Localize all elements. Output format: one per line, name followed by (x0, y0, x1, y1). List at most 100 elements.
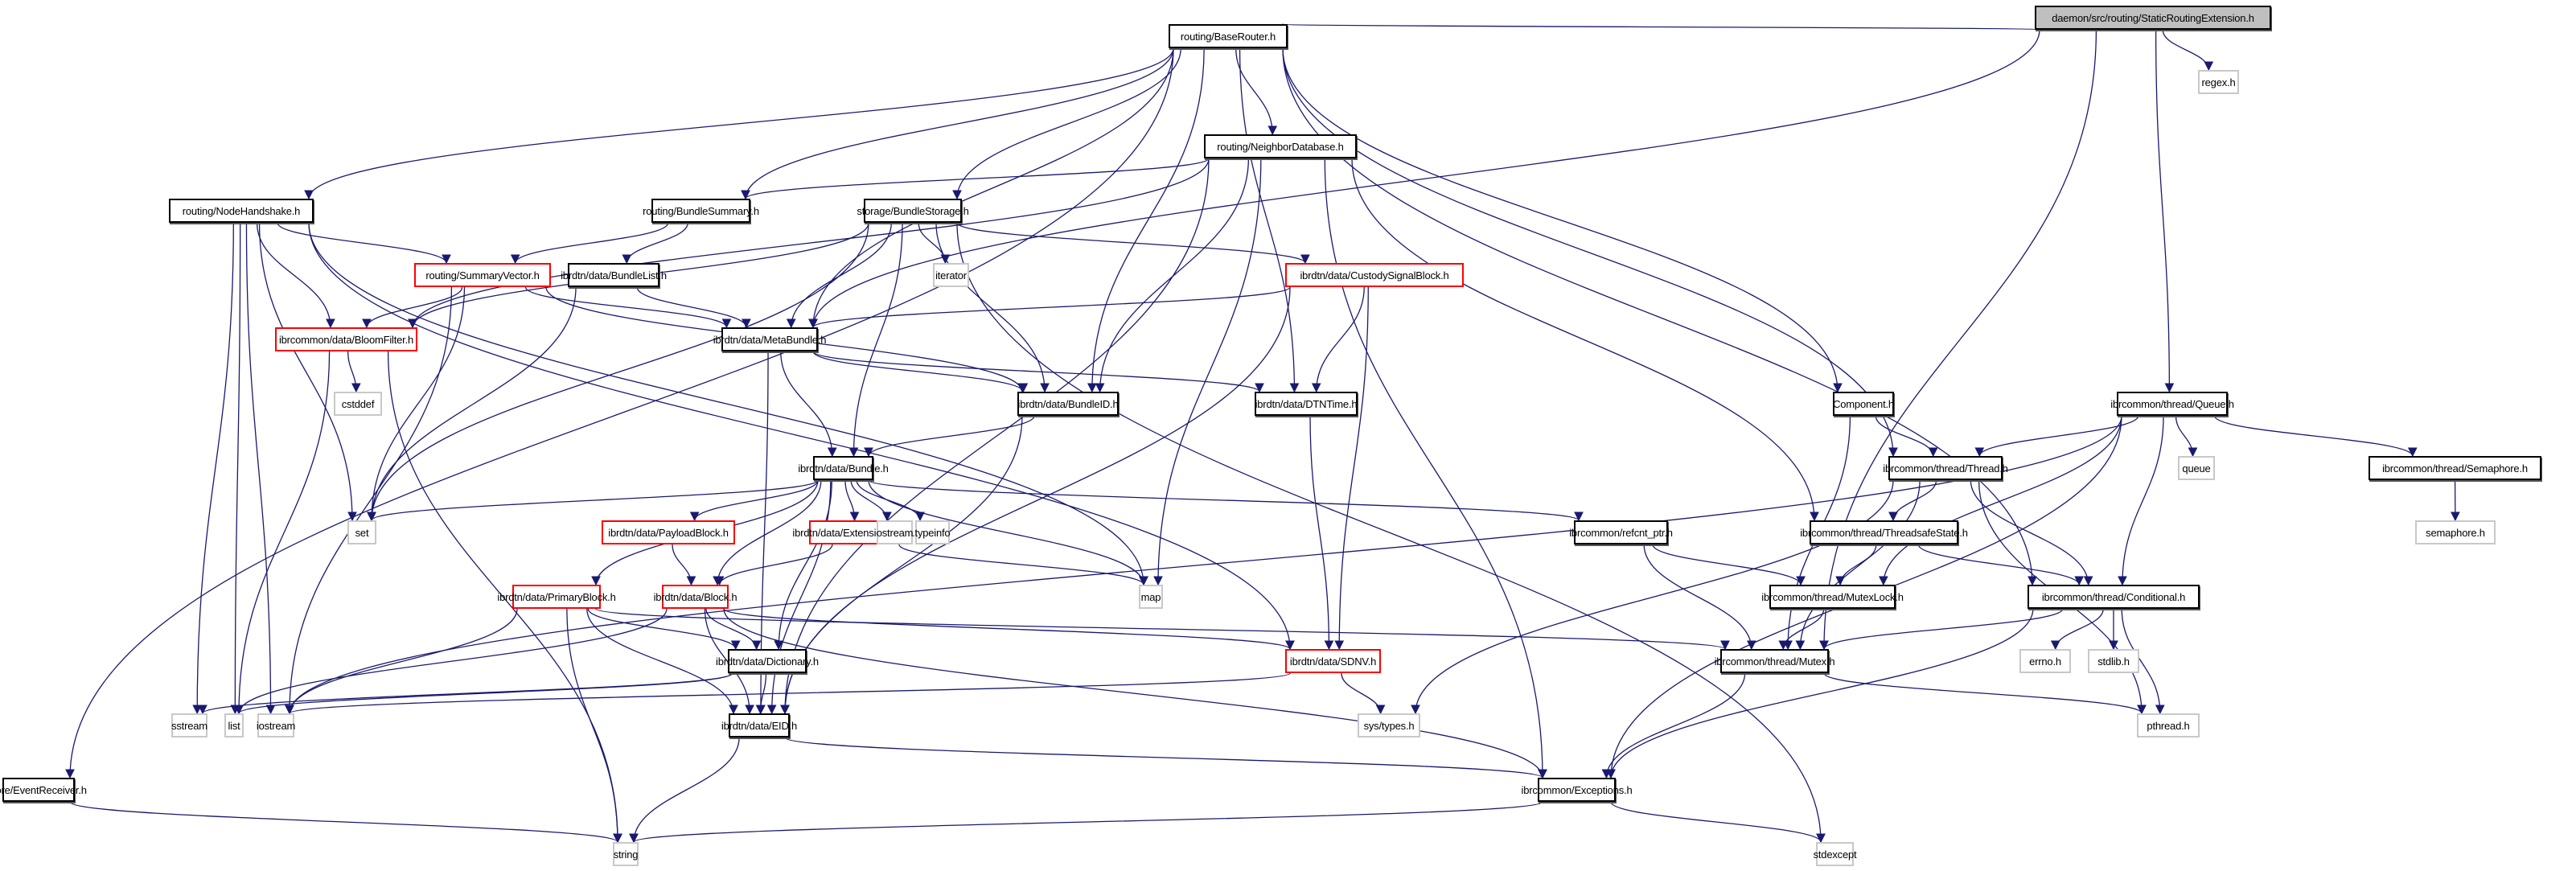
graph-node-block[interactable]: ibrdtn/data/Block.h (654, 585, 737, 609)
graph-node-set: set (347, 520, 376, 544)
graph-node-bundlelist[interactable]: ibrdtn/data/BundleList.h (561, 263, 667, 287)
edge-eid-to-string (629, 737, 740, 844)
graph-node-mutex[interactable]: ibrcommon/thread/Mutex.h (1715, 649, 1835, 673)
graph-node-bundlesummary[interactable]: routing/BundleSummary.h (643, 199, 759, 223)
graph-node-root[interactable]: daemon/src/routing/StaticRoutingExtensio… (2035, 6, 2271, 30)
graph-node-errno: errno.h (2019, 649, 2071, 673)
graph-node-threadsafestate[interactable]: ibrcommon/thread/ThreadsafeState.h (1800, 520, 1968, 544)
edge-conditional-to-pthread (2121, 608, 2165, 715)
graph-node-iterator: iterator (933, 263, 969, 287)
graph-node-bundle[interactable]: ibrdtn/data/Bundle.h (798, 456, 889, 480)
edge-neighbordatabase-to-exceptions (1324, 158, 1547, 779)
graph-node-payloadblock[interactable]: ibrdtn/data/PayloadBlock.h (602, 520, 735, 544)
edge-neighbordatabase-to-bloomfilter (408, 158, 1210, 329)
edge-baserouter-to-component (1282, 47, 1843, 393)
edge-baserouter-to-bundlesummary (741, 47, 1174, 200)
graph-node-sdnv[interactable]: ibrdtn/data/SDNV.h (1285, 649, 1381, 673)
graph-node-nodehandshake[interactable]: routing/NodeHandshake.h (169, 199, 314, 223)
graph-node-refcnt[interactable]: ibrcommon/refcnt_ptr.h (1569, 520, 1673, 544)
edge-bundlesummary-to-summaryvector (510, 222, 669, 265)
graph-node-mutexlock[interactable]: ibrcommon/thread/MutexLock.h (1761, 585, 1904, 609)
graph-node-thread[interactable]: ibrcommon/thread/Thread.h (1883, 456, 2008, 480)
edge-root-to-baserouter (1280, 23, 2040, 34)
edge-bloomfilter-to-string (387, 351, 622, 844)
graph-node-list: list (224, 713, 244, 737)
graph-node-systypes: sys/types.h (1358, 713, 1420, 737)
graph-node-semaphore[interactable]: ibrcommon/thread/Semaphore.h (2369, 456, 2541, 480)
edge-dtntime-to-sdnv (1309, 415, 1334, 651)
edge-neighbordatabase-to-bundlesummary (741, 158, 1210, 200)
edge-component-to-thread (1875, 415, 1938, 458)
edge-nodehandshake-to-sstream (192, 222, 234, 715)
edge-metabundle-to-bundle (780, 351, 837, 458)
edge-primaryblock-to-dictionary (587, 608, 741, 651)
edge-sdnv-to-systypes (1341, 672, 1386, 715)
graph-node-primaryblock[interactable]: ibrdtn/data/PrimaryBlock.h (497, 585, 616, 609)
edge-baserouter-to-bundlestorage (952, 47, 1181, 200)
edge-eid-to-exceptions (784, 737, 1547, 779)
graph-node-conditional[interactable]: ibrcommon/thread/Conditional.h (2028, 585, 2200, 609)
edge-custodysignalblock-to-metabundle (808, 286, 1291, 329)
edge-block-to-sdnv (723, 608, 1295, 651)
edge-bundle-to-set (367, 479, 819, 522)
edge-bundlelist-to-metabundle (636, 286, 751, 329)
graph-node-exceptions[interactable]: ibrcommon/Exceptions.h (1522, 778, 1633, 802)
graph-node-dtntime[interactable]: ibrdtn/data/DTNTime.h (1255, 392, 1358, 416)
edge-block-to-exceptions (723, 608, 1547, 779)
edge-nodehandshake-to-bloomfilter (256, 222, 335, 329)
graph-node-bloomfilter[interactable]: ibrcommon/data/BloomFilter.h (275, 327, 417, 351)
graph-node-metabundle[interactable]: ibrdtn/data/MetaBundle.h (713, 327, 826, 351)
edge-summaryvector-to-iostream (285, 286, 453, 715)
edge-nodehandshake-to-sdnv (308, 222, 1295, 651)
graph-node-queue[interactable]: ibrcommon/thread/Queue.h (2110, 392, 2234, 416)
edge-baserouter-to-eventreceiver (65, 47, 1174, 779)
edge-block-to-eid (704, 608, 754, 715)
edge-bundle-to-ostream (850, 479, 892, 522)
edge-thread-to-conditional (1970, 479, 2093, 586)
edge-bundlestorage-to-bundleid (935, 222, 1050, 393)
edge-refcnt-to-mutex (1643, 544, 1756, 651)
graph-node-baserouter[interactable]: routing/BaseRouter.h (1169, 24, 1288, 48)
graph-node-bundlestorage[interactable]: storage/BundleStorage.h (857, 199, 969, 223)
graph-node-queue: queue (2178, 456, 2215, 480)
edge-queue-to-conditional (2118, 415, 2164, 586)
graph-node-eid[interactable]: ibrdtn/data/EID.h (721, 713, 797, 737)
edge-bundle-to-extensionblock (844, 479, 860, 522)
edge-bundlestorage-to-iterator (918, 222, 951, 265)
edge-baserouter-to-thread (1282, 47, 1898, 458)
edge-neighbordatabase-to-eid (780, 158, 1210, 715)
graph-node-neighbordatabase[interactable]: routing/NeighborDatabase.h (1204, 134, 1357, 158)
graph-node-bundleid[interactable]: ibrdtn/data/BundleID.h (1017, 392, 1119, 416)
graph-node-custodysignalblock[interactable]: ibrdtn/data/CustodySignalBlock.h (1285, 263, 1464, 287)
edge-threadsafestate-to-mutexlock (1835, 544, 1877, 586)
graph-node-eventreceiver[interactable]: core/EventReceiver.h (0, 778, 87, 802)
graph-node-typeinfo: typeinfo (915, 520, 951, 544)
edge-bundle-to-map (868, 479, 1148, 586)
graph-node-dictionary[interactable]: ibrdtn/data/Dictionary.h (716, 649, 819, 673)
edge-extensionblock-to-block (714, 544, 833, 586)
edge-neighbordatabase-to-threadsafestate (1351, 158, 1819, 522)
graph-node-component[interactable]: Component.h (1833, 392, 1894, 416)
graph-node-string: string (613, 842, 639, 866)
edge-bundle-to-refcnt (868, 479, 1584, 522)
edge-root-to-mutex (1819, 29, 2097, 651)
edges-layer (65, 23, 2460, 844)
graph-node-cstddef: cstddef (334, 392, 382, 416)
edge-conditional-to-mutex (1819, 608, 2064, 651)
edge-bloomfilter-to-list (234, 351, 331, 715)
edge-root-to-regex (2162, 29, 2214, 72)
edge-nodehandshake-to-set (258, 222, 357, 522)
edge-nodehandshake-to-map (308, 222, 1148, 586)
edge-queue-to-thread (1974, 415, 2139, 458)
edge-summaryvector-to-bloomfilter (362, 286, 463, 329)
edge-nodehandshake-to-summaryvector (277, 222, 451, 265)
edge-dictionary-to-list (234, 672, 733, 715)
graph-node-summaryvector[interactable]: routing/SummaryVector.h (414, 263, 551, 287)
edge-summaryvector-to-metabundle (524, 286, 732, 329)
edge-nodehandshake-to-list (230, 222, 241, 715)
edge-queue-to-queue (2175, 415, 2198, 458)
edge-conditional-to-errno (2050, 608, 2104, 651)
edge-queue-to-iostream (285, 415, 2122, 715)
edge-dictionary-to-sstream (198, 672, 733, 715)
